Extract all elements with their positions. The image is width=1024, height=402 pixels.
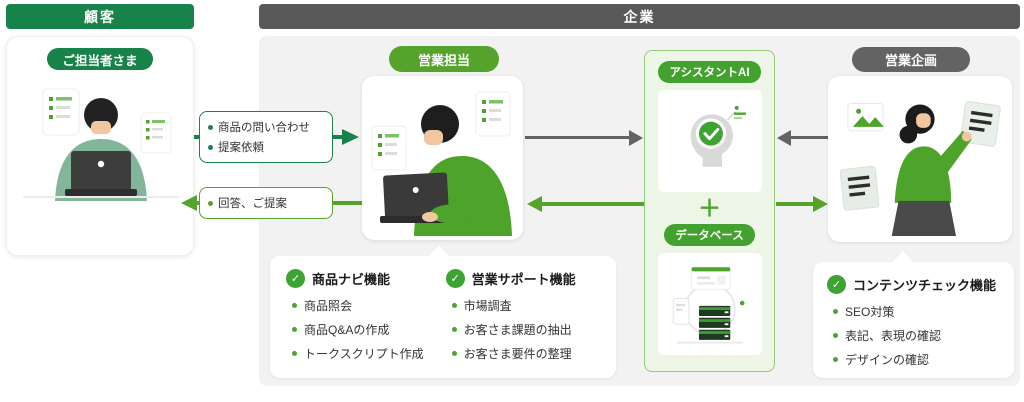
- customer-zone-header: 顧客: [6, 4, 194, 29]
- request-item: 商品の問い合わせ: [218, 122, 310, 134]
- bullet-dot-icon: [833, 333, 838, 338]
- feature-item: 商品Q&Aの作成: [304, 323, 390, 337]
- bullet-dot-icon: [292, 327, 297, 332]
- request-item: 提案依頼: [218, 142, 264, 154]
- bullet-dot-icon: [451, 351, 457, 356]
- planning-role-pill: 営業企画: [852, 47, 970, 72]
- request-label-box: 商品の問い合わせ 提案依頼: [199, 111, 333, 163]
- ai-to-sales-arrowhead-icon: [527, 196, 542, 212]
- document-icon: [140, 112, 172, 154]
- response-label-box: 回答、ご提案: [199, 187, 333, 219]
- feature-item: 市場調査: [463, 299, 512, 313]
- ai-to-sales-arrow-line: [542, 202, 644, 206]
- feature-item: デザインの確認: [845, 353, 930, 367]
- database-box: [657, 253, 762, 355]
- ai-to-planning-arrow-line: [776, 202, 814, 206]
- bullet-dot-icon: [451, 327, 457, 332]
- sales-to-ai-arrowhead-icon: [629, 130, 643, 146]
- feature-group-sales-support: ✓ 営業サポート機能 市場調査 お客さま課題の抽出 お客さま要件の整理: [445, 269, 576, 365]
- bullet-dot-icon: [208, 124, 213, 130]
- plus-connector: ＋: [698, 195, 721, 221]
- server-stack-icon: [698, 305, 730, 340]
- bullet-dot-icon: [833, 309, 838, 314]
- bullet-dot-icon: [208, 200, 213, 206]
- feature-item: トークスクリプト作成: [304, 347, 424, 361]
- ai-head-box: [657, 90, 762, 192]
- feature-item: SEO対策: [845, 305, 895, 319]
- planning-card: [828, 76, 1012, 242]
- response-item: 回答、ご提案: [218, 198, 287, 210]
- feature-item: 商品照会: [304, 299, 353, 313]
- pointer-up-icon: [892, 251, 914, 263]
- document-icon: [42, 88, 80, 136]
- check-circle-icon: ✓: [445, 269, 465, 288]
- sales-role-pill: 営業担当: [389, 46, 499, 72]
- content-check-features-card: ✓ コンテンツチェック機能 SEO対策 表記、表現の確認 デザインの確認: [813, 251, 1014, 378]
- planning-to-ai-arrowhead-icon: [777, 130, 791, 146]
- ai-to-planning-arrowhead-icon: [813, 196, 828, 212]
- feature-item: お客さま課題の抽出: [463, 323, 572, 337]
- planning-person-illustration: [839, 101, 1001, 236]
- bullet-dot-icon: [833, 357, 838, 362]
- check-circle-icon: ✓: [286, 269, 305, 288]
- customer-role-pill: ご担当者さま: [47, 48, 153, 70]
- sales-person-illustration: [371, 91, 512, 236]
- database-pill: データベース: [664, 224, 755, 246]
- customer-person-illustration: [23, 88, 179, 201]
- feature-item: 表記、表現の確認: [845, 329, 942, 343]
- sales-card: [362, 76, 523, 240]
- response-arrowhead-icon: [181, 195, 197, 211]
- document-icon: [475, 91, 511, 137]
- company-zone-header: 企業: [259, 4, 1020, 29]
- pointer-up-icon: [428, 245, 450, 257]
- document-icon: [839, 165, 880, 211]
- bullet-dot-icon: [292, 303, 297, 308]
- feature-group-content-check: ✓ コンテンツチェック機能 SEO対策 表記、表現の確認 デザインの確認: [827, 275, 1000, 368]
- feature-item: お客さま要件の整理: [463, 347, 572, 361]
- feature-title: 営業サポート機能: [471, 272, 576, 287]
- feature-title: 商品ナビ機能: [312, 272, 391, 287]
- database-icon: [672, 266, 744, 344]
- bullet-dot-icon: [292, 351, 297, 356]
- ai-head-icon: [690, 105, 746, 167]
- customer-card: ご担当者さま: [6, 36, 194, 256]
- assistant-ai-pill: アシスタントAI: [658, 61, 761, 83]
- request-arrowhead-icon: [342, 129, 359, 145]
- bullet-dot-icon: [208, 144, 213, 150]
- sales-to-ai-arrow-line: [525, 136, 630, 139]
- bullet-dot-icon: [451, 303, 457, 308]
- planning-to-ai-arrow-line: [790, 136, 828, 139]
- sales-features-card: ✓ 商品ナビ機能 商品照会 商品Q&Aの作成 トークスクリプト作成 ✓ 営業サポ…: [270, 245, 616, 378]
- feature-title: コンテンツチェック機能: [853, 278, 997, 293]
- check-circle-icon: ✓: [827, 275, 846, 294]
- feature-group-product-navi: ✓ 商品ナビ機能 商品照会 商品Q&Aの作成 トークスクリプト作成: [286, 269, 424, 365]
- assistant-ai-panel: アシスタントAI ＋ データベース: [644, 50, 775, 372]
- image-icon: [847, 103, 884, 132]
- document-icon: [371, 125, 407, 171]
